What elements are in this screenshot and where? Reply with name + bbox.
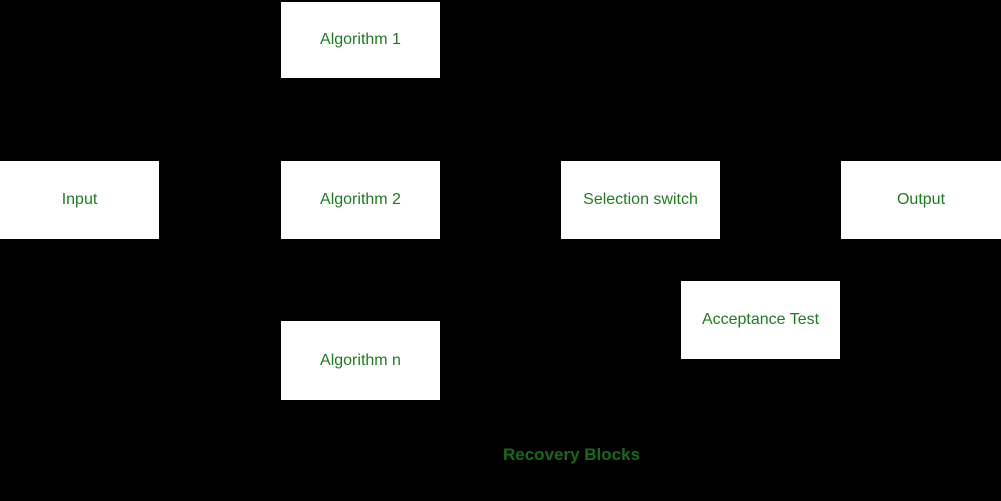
node-algorithm-1-label: Algorithm 1 [320, 31, 401, 48]
node-acceptance-test: Acceptance Test [681, 281, 840, 359]
node-acceptance-test-label: Acceptance Test [701, 311, 820, 328]
node-selection-switch: Selection switch [561, 161, 720, 239]
node-algorithm-1: Algorithm 1 [281, 2, 440, 78]
node-output: Output [841, 161, 1001, 239]
node-selection-switch-label: Selection switch [583, 191, 698, 208]
node-algorithm-2: Algorithm 2 [281, 161, 440, 239]
node-input: Input [0, 161, 159, 239]
node-output-label: Output [896, 191, 946, 208]
node-algorithm-n: Algorithm n [281, 321, 440, 400]
node-algorithm-2-label: Algorithm 2 [320, 191, 401, 208]
diagram-caption: Recovery Blocks [503, 445, 641, 464]
node-algorithm-n-label: Algorithm n [320, 351, 401, 369]
node-input-label: Input [61, 191, 98, 208]
